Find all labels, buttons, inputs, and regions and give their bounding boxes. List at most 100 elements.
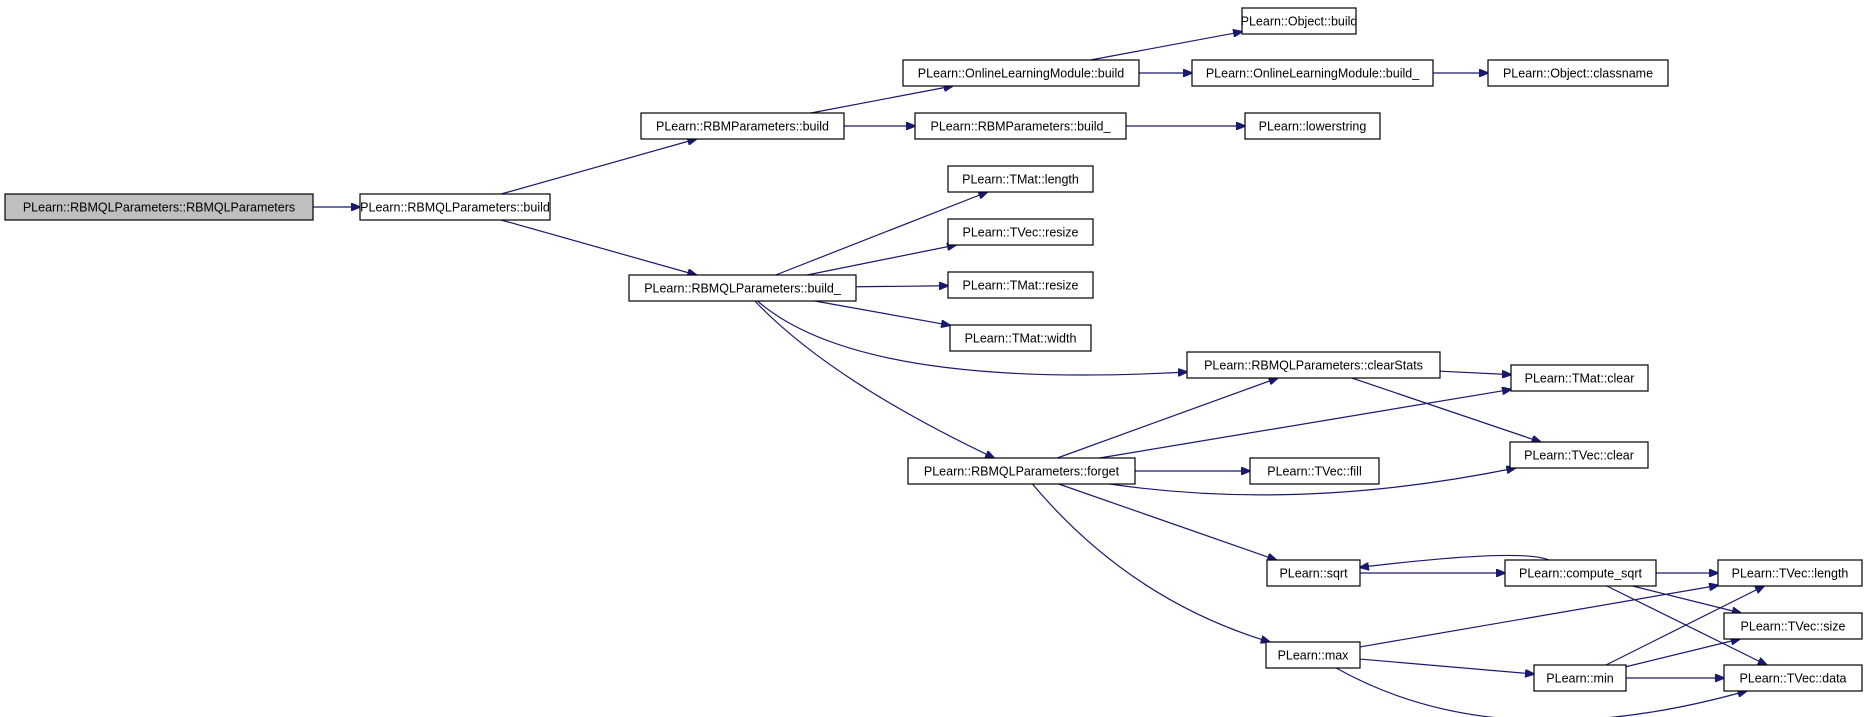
node-box[interactable] xyxy=(640,112,845,140)
edge-n3-to-n14 xyxy=(757,300,1187,375)
node-box[interactable] xyxy=(4,193,314,221)
node-box[interactable] xyxy=(359,193,551,221)
edge-n4-to-n6 xyxy=(1090,32,1243,61)
node-box[interactable] xyxy=(1266,559,1361,587)
edges-layer xyxy=(313,32,1767,717)
node-label: PLearn::OnlineLearningModule::build_ xyxy=(1206,67,1420,81)
node-label: PLearn::RBMParameters::build_ xyxy=(931,120,1112,134)
graph-node[interactable]: PLearn::TVec::fill xyxy=(1249,457,1380,485)
node-label: PLearn::RBMQLParameters::RBMQLParameters xyxy=(23,201,295,215)
graph-node[interactable]: PLearn::Object::build xyxy=(1241,7,1358,35)
graph-node[interactable]: PLearn::sqrt xyxy=(1266,559,1361,587)
edge-n15-to-n19 xyxy=(1058,483,1277,560)
edge-n15-to-n17 xyxy=(1109,468,1516,496)
node-box[interactable] xyxy=(628,274,857,302)
graph-node[interactable]: PLearn::TMat::width xyxy=(949,324,1092,352)
node-box[interactable] xyxy=(1717,559,1863,587)
node-box[interactable] xyxy=(949,324,1092,352)
graph-node[interactable]: PLearn::RBMQLParameters::clearStats xyxy=(1186,351,1441,379)
node-label: PLearn::TVec::resize xyxy=(962,226,1078,240)
graph-node[interactable]: PLearn::TVec::length xyxy=(1717,559,1863,587)
node-box[interactable] xyxy=(1249,457,1380,485)
node-box[interactable] xyxy=(1191,59,1434,87)
graph-node[interactable]: PLearn::RBMQLParameters::build_ xyxy=(628,274,857,302)
edge-n3-to-n12 xyxy=(855,286,948,287)
edge-n21-to-n23 xyxy=(1359,585,1718,648)
nodes-layer: PLearn::RBMQLParameters::RBMQLParameters… xyxy=(4,7,1863,692)
node-box[interactable] xyxy=(1487,59,1669,87)
node-box[interactable] xyxy=(1510,364,1649,392)
graph-node[interactable]: PLearn::max xyxy=(1265,641,1361,669)
node-box[interactable] xyxy=(1241,7,1357,35)
graph-node[interactable]: PLearn::TMat::length xyxy=(947,165,1094,193)
edge-n15-to-n16 xyxy=(1099,389,1512,459)
node-box[interactable] xyxy=(907,457,1136,485)
graph-node[interactable]: PLearn::OnlineLearningModule::build_ xyxy=(1191,59,1434,87)
graph-node[interactable]: PLearn::TVec::clear xyxy=(1509,441,1649,469)
node-box[interactable] xyxy=(947,271,1094,299)
graph-node[interactable]: PLearn::OnlineLearningModule::build xyxy=(902,59,1140,87)
node-label: PLearn::compute_sqrt xyxy=(1519,567,1643,581)
node-label: PLearn::TVec::clear xyxy=(1524,449,1634,463)
graph-node[interactable]: PLearn::lowerstring xyxy=(1244,112,1381,140)
node-box[interactable] xyxy=(1186,351,1441,379)
node-label: PLearn::Object::build xyxy=(1241,15,1358,29)
edge-n15-to-n21 xyxy=(1031,483,1269,642)
edge-n14-to-n17 xyxy=(1351,377,1541,442)
node-label: PLearn::RBMQLParameters::forget xyxy=(924,465,1120,479)
edge-n20-to-n25 xyxy=(1606,585,1767,665)
edge-n1-to-n2 xyxy=(500,139,696,195)
node-box[interactable] xyxy=(902,59,1140,87)
node-box[interactable] xyxy=(1244,112,1381,140)
node-label: PLearn::TVec::data xyxy=(1739,672,1846,686)
graph-node[interactable]: PLearn::RBMQLParameters::build xyxy=(359,193,551,221)
node-box[interactable] xyxy=(947,218,1094,246)
graph-node[interactable]: PLearn::RBMQLParameters::RBMQLParameters xyxy=(4,193,314,221)
node-label: PLearn::TVec::length xyxy=(1732,567,1849,581)
edge-n3-to-n15 xyxy=(754,300,994,458)
node-box[interactable] xyxy=(947,165,1094,193)
node-label: PLearn::OnlineLearningModule::build xyxy=(918,67,1124,81)
graph-node[interactable]: PLearn::TVec::resize xyxy=(947,218,1094,246)
node-label: PLearn::TVec::fill xyxy=(1267,465,1362,479)
edge-n3-to-n13 xyxy=(814,300,950,325)
edge-n21-to-n25 xyxy=(1335,667,1746,717)
edge-n15-to-n14 xyxy=(1057,378,1277,459)
edge-n3-to-n11 xyxy=(806,245,956,276)
graph-node[interactable]: PLearn::TMat::resize xyxy=(947,271,1094,299)
edge-n1-to-n3 xyxy=(500,219,696,275)
graph-node[interactable]: PLearn::min xyxy=(1533,664,1627,692)
node-label: PLearn::TMat::resize xyxy=(962,279,1078,293)
node-box[interactable] xyxy=(1723,664,1863,692)
graph-node[interactable]: PLearn::TVec::data xyxy=(1723,664,1863,692)
graph-node[interactable]: PLearn::TMat::clear xyxy=(1510,364,1649,392)
edge-n22-to-n24 xyxy=(1625,639,1740,668)
graph-node[interactable]: PLearn::RBMParameters::build_ xyxy=(914,112,1127,140)
graph-node[interactable]: PLearn::TVec::size xyxy=(1723,612,1863,640)
node-label: PLearn::max xyxy=(1278,649,1350,663)
node-label: PLearn::TMat::clear xyxy=(1525,372,1635,386)
graph-node[interactable]: PLearn::compute_sqrt xyxy=(1504,559,1657,587)
node-box[interactable] xyxy=(1509,441,1649,469)
node-box[interactable] xyxy=(914,112,1127,140)
node-box[interactable] xyxy=(1533,664,1627,692)
node-label: PLearn::TMat::length xyxy=(962,173,1079,187)
edge-n2-to-n4 xyxy=(810,86,953,114)
node-label: PLearn::RBMQLParameters::build xyxy=(360,201,550,215)
graph-node[interactable]: PLearn::Object::classname xyxy=(1487,59,1669,87)
node-label: PLearn::lowerstring xyxy=(1259,120,1367,134)
node-box[interactable] xyxy=(1723,612,1863,640)
graph-node[interactable]: PLearn::RBMParameters::build xyxy=(640,112,845,140)
edge-n14-to-n16 xyxy=(1439,371,1511,374)
node-label: PLearn::RBMQLParameters::clearStats xyxy=(1204,359,1423,373)
edge-n20-to-n19 xyxy=(1360,554,1550,567)
edge-n3-to-n10 xyxy=(775,192,988,276)
node-label: PLearn::RBMParameters::build xyxy=(656,120,829,134)
node-box[interactable] xyxy=(1265,641,1361,669)
node-box[interactable] xyxy=(1504,559,1657,587)
edge-n20-to-n24 xyxy=(1632,585,1741,613)
graph-node[interactable]: PLearn::RBMQLParameters::forget xyxy=(907,457,1136,485)
node-label: PLearn::sqrt xyxy=(1279,567,1348,581)
node-label: PLearn::TVec::size xyxy=(1741,620,1846,634)
